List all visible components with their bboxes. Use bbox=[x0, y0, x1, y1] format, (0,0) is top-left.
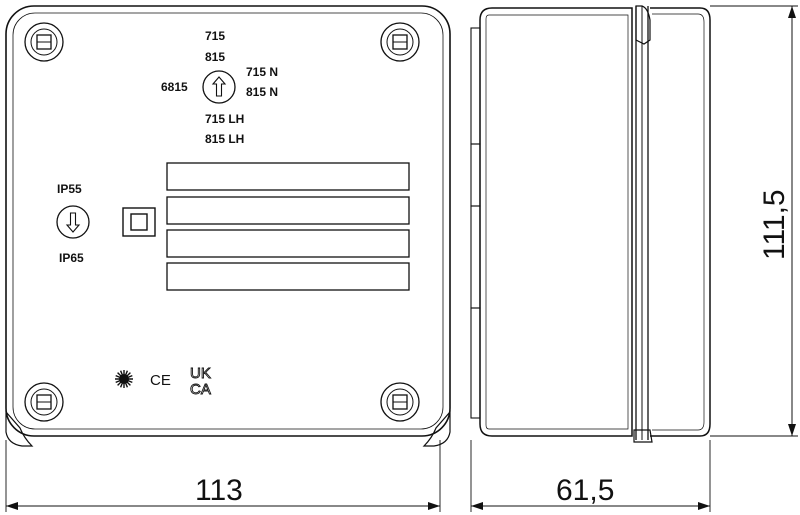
side-rib-block-1 bbox=[470, 27, 481, 145]
dimension-lines: 113 61,5 111,5 bbox=[5, 5, 798, 512]
arrow-down-icon bbox=[56, 205, 90, 239]
enclosure-front-inner bbox=[12, 12, 444, 430]
mounting-lug-right bbox=[422, 410, 451, 447]
enclosure-front-outline bbox=[5, 5, 451, 437]
width-arrow-right-icon bbox=[428, 502, 440, 510]
corner-screw-top-right bbox=[380, 22, 420, 62]
model-label-715lh: 715 LH bbox=[205, 112, 244, 126]
dimension-width: 113 bbox=[195, 474, 243, 507]
enclosure-lid-side bbox=[650, 7, 711, 437]
ce-mark: CE bbox=[150, 372, 171, 389]
mounting-lug-left bbox=[5, 410, 34, 447]
enclosure-side-inner bbox=[485, 14, 629, 430]
rating-label-ip65: IP65 bbox=[59, 251, 84, 265]
enclosure-side-outline bbox=[479, 7, 633, 437]
height-arrow-top-icon bbox=[788, 6, 796, 18]
side-rib-block-4 bbox=[470, 307, 481, 419]
corner-screw-bottom-right bbox=[380, 382, 420, 422]
model-label-715: 715 bbox=[205, 29, 225, 43]
label-strip-2 bbox=[166, 196, 410, 225]
ukca-mark-line2: CA bbox=[190, 381, 211, 398]
corner-screw-bottom-left bbox=[24, 382, 64, 422]
height-arrow-bottom-icon bbox=[788, 424, 796, 436]
model-label-815n: 815 N bbox=[246, 85, 278, 99]
model-label-715n: 715 N bbox=[246, 65, 278, 79]
dimension-depth: 61,5 bbox=[556, 474, 614, 507]
side-rib-block-3 bbox=[470, 205, 481, 309]
dimension-height: 111,5 bbox=[758, 189, 791, 260]
ukca-mark-line1: UK bbox=[190, 365, 211, 382]
label-strip-1 bbox=[166, 162, 410, 191]
arrow-up-icon bbox=[202, 70, 236, 104]
sun-mark-icon bbox=[115, 370, 133, 388]
depth-arrow-left-icon bbox=[471, 502, 483, 510]
square-indicator bbox=[122, 207, 156, 237]
model-label-815lh: 815 LH bbox=[205, 132, 244, 146]
enclosure-lid-inner bbox=[652, 13, 705, 431]
lid-clip-top bbox=[635, 5, 651, 45]
front-view: 715 815 6815 715 N 815 N 715 LH 815 LH I… bbox=[5, 5, 451, 447]
depth-arrow-right-icon bbox=[698, 502, 710, 510]
side-rib-block-2 bbox=[470, 143, 481, 207]
label-strip-4 bbox=[166, 262, 410, 291]
side-view bbox=[470, 5, 711, 443]
width-arrow-left-icon bbox=[6, 502, 18, 510]
model-label-815: 815 bbox=[205, 50, 225, 64]
rating-label-ip55: IP55 bbox=[57, 182, 82, 196]
model-label-6815: 6815 bbox=[161, 80, 188, 94]
lid-clip-bottom bbox=[633, 429, 653, 443]
label-strip-3 bbox=[166, 229, 410, 258]
corner-screw-top-left bbox=[24, 22, 64, 62]
